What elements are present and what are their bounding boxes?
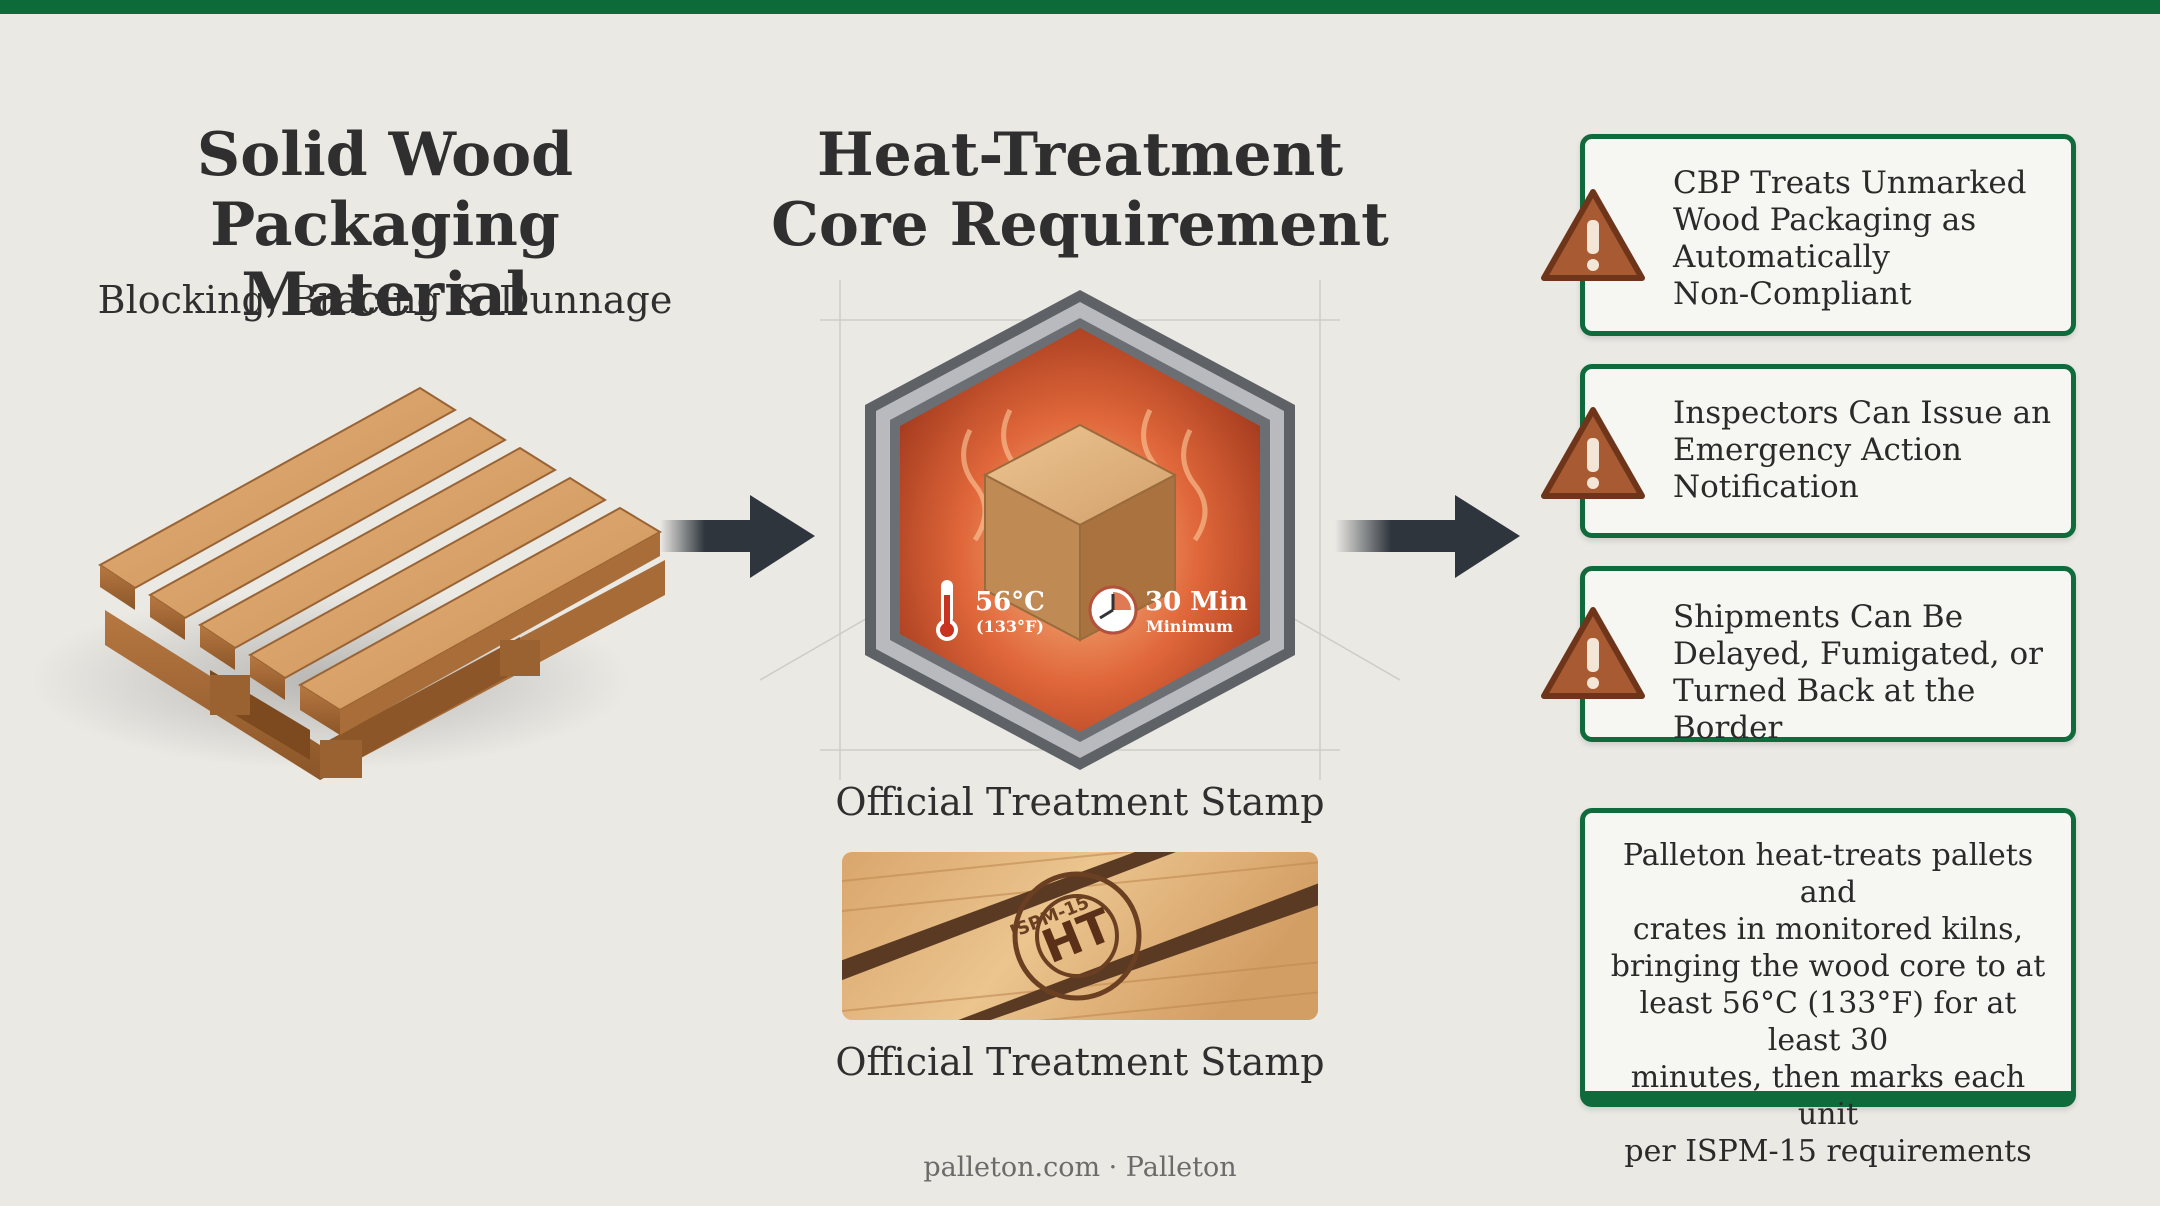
warning-card-border: Shipments Can Be Delayed, Fumigated, or … [1580, 566, 2076, 746]
warning-triangle-icon [1541, 407, 1645, 499]
wood-packaging-subtitle: Blocking, Bracing & Dunnage [97, 278, 673, 322]
stamp-label-bottom: Official Treatment Stamp [835, 1040, 1325, 1084]
wood-packaging-title: Solid Wood Packaging Material [196, 120, 574, 330]
pallet-slats [98, 386, 662, 735]
arrow-to-kiln [660, 495, 815, 578]
ispm15-stamp-image: ISPM-15 HT [842, 852, 1318, 1020]
clock-icon [1088, 585, 1138, 635]
thermometer-icon [936, 580, 958, 641]
warning-card-cbp: CBP Treats Unmarked Wood Packaging as Au… [1580, 134, 2076, 336]
arrow-to-warnings [1335, 495, 1520, 578]
stamp-label-top: Official Treatment Stamp [835, 780, 1325, 824]
warning-triangle-icon [1541, 607, 1645, 699]
temperature-fahrenheit: (133°F) [976, 617, 1044, 636]
temperature-value: 56°C [975, 587, 1045, 617]
footer-credit: palleton.com · Palleton [923, 1152, 1237, 1183]
warning-triangle-icon [1541, 189, 1645, 281]
top-accent-bar [0, 0, 2160, 14]
time-value: 30 Min [1145, 587, 1248, 617]
warning-card-eans: Inspectors Can Issue an Emergency Action… [1580, 364, 2076, 538]
heat-treatment-title: Heat-Treatment Core Requirement [771, 120, 1389, 260]
palleton-info-card: Palleton heat-treats pallets and crates … [1580, 808, 2076, 1169]
time-minimum-label: Minimum [1146, 617, 1233, 636]
heat-treatment-kiln: 56°C (133°F) 30 Min Minimum [759, 280, 1401, 780]
